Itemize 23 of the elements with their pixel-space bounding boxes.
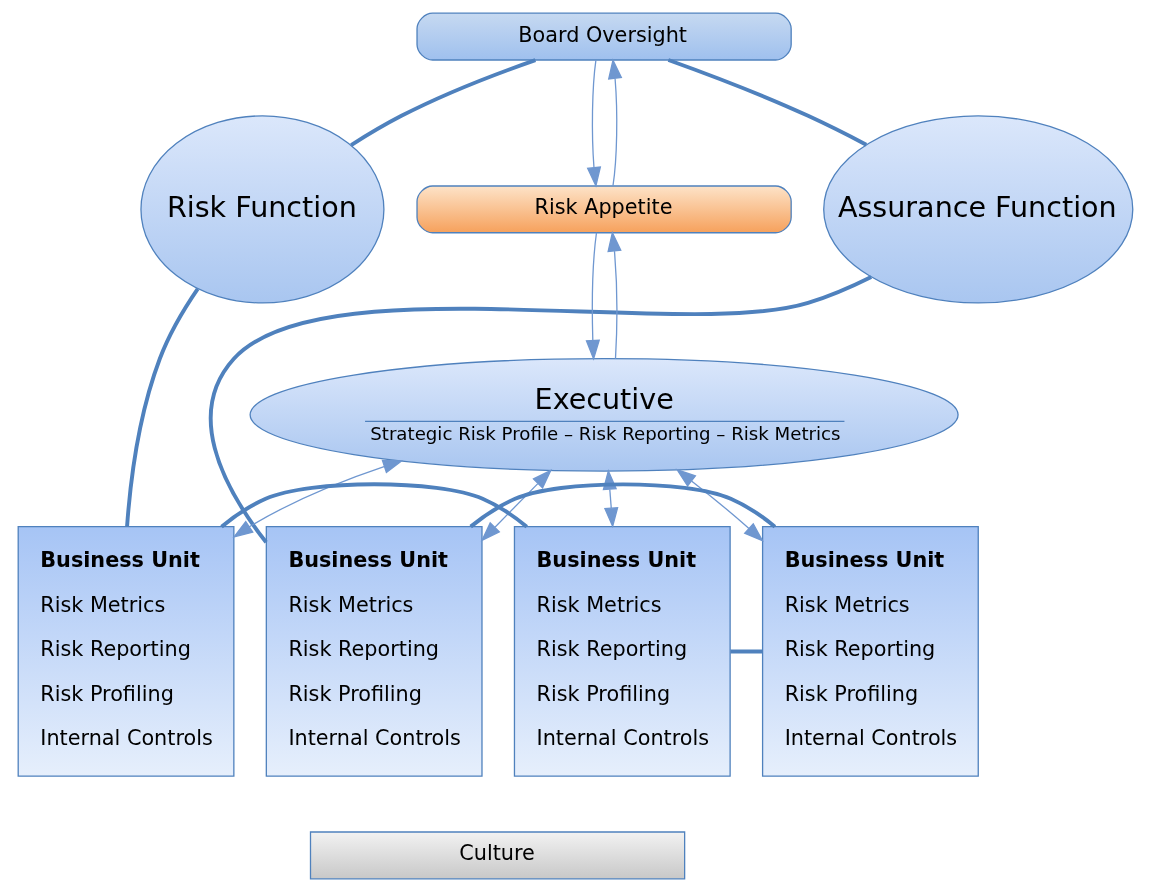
node-box: Culture	[309, 831, 686, 880]
connector	[125, 287, 200, 527]
arrow	[607, 58, 623, 187]
node-box: Business Unit Risk Metrics Risk Reporting Risk Profiling Internal Controls	[265, 526, 483, 777]
node-box: Board Oversight	[416, 12, 792, 61]
connector	[220, 482, 528, 529]
node-box: Business Unit Risk Metrics Risk Reporting Risk Profiling Internal Controls	[761, 526, 979, 777]
connector	[730, 649, 763, 654]
node-box: Business Unit Risk Metrics Risk Reporting Risk Profiling Internal Controls	[513, 526, 731, 777]
arrow	[607, 230, 622, 360]
node-box: Business Unit Risk Metrics Risk Reporting Risk Profiling Internal Controls	[17, 526, 235, 777]
arrow	[675, 468, 764, 542]
arrow	[480, 469, 553, 542]
arrow	[586, 59, 602, 188]
connector	[350, 58, 537, 147]
node-ellipse: Assurance Function	[823, 115, 1134, 304]
connector	[667, 58, 868, 147]
node-box: Risk Appetite	[416, 185, 792, 234]
connector	[209, 275, 873, 544]
arrow	[585, 232, 601, 361]
arrow	[232, 459, 404, 538]
connector	[469, 482, 777, 529]
node-ellipse: Risk Function	[140, 115, 385, 304]
